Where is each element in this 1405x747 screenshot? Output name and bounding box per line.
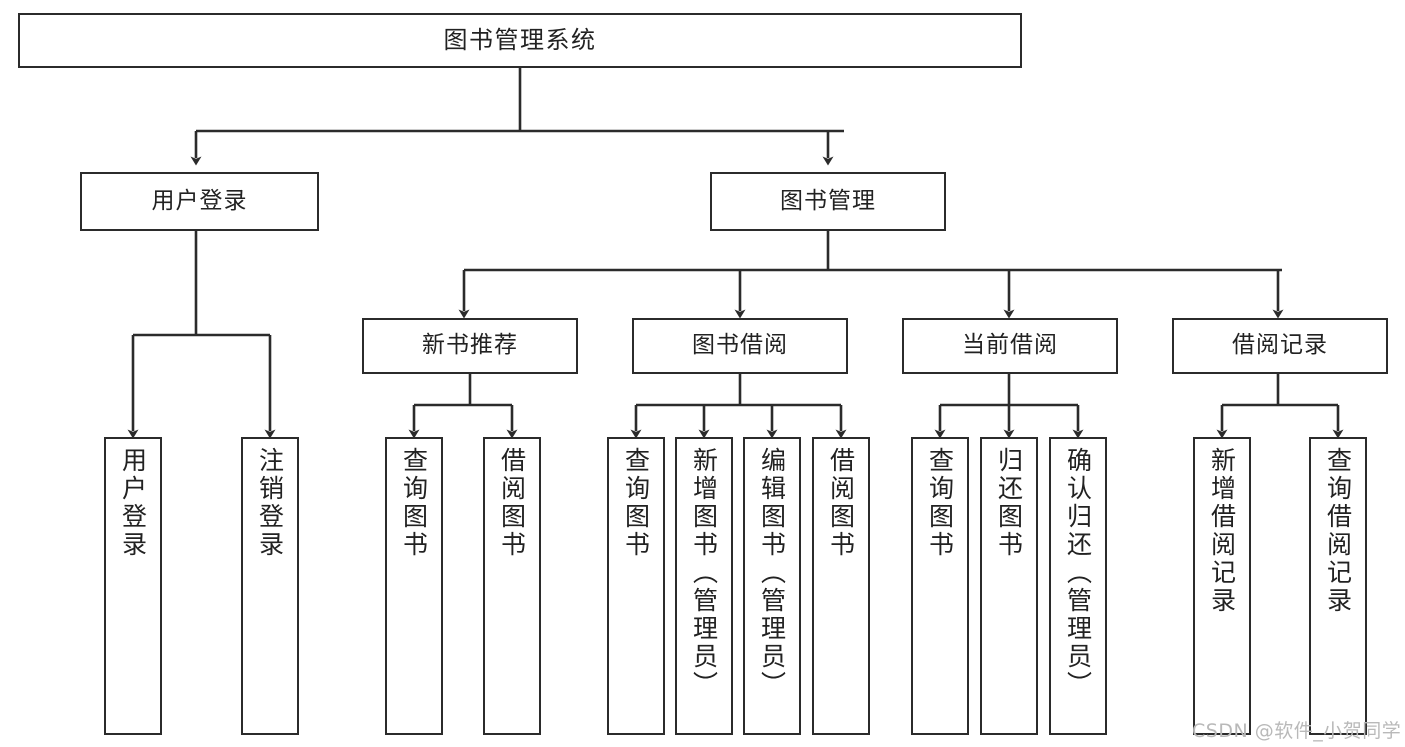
- node-leaf-query-borrow-record[interactable]: 查询借阅记录: [1309, 437, 1367, 735]
- node-book-borrow[interactable]: 图书借阅: [632, 318, 848, 374]
- node-label: 查询图书: [621, 447, 651, 559]
- node-label: 图书管理: [780, 187, 876, 214]
- node-leaf-borrow-book[interactable]: 借阅图书: [812, 437, 870, 735]
- node-label: 新增图书（管理员）: [689, 447, 719, 699]
- node-label: 新增借阅记录: [1207, 447, 1237, 615]
- node-label: 用户登录: [151, 187, 248, 214]
- node-new-book-recommend[interactable]: 新书推荐: [362, 318, 578, 374]
- node-label: 借阅记录: [1232, 332, 1328, 359]
- node-leaf-query-book-recommend[interactable]: 查询图书: [385, 437, 443, 735]
- node-label: 图书管理系统: [443, 26, 597, 55]
- node-leaf-user-login[interactable]: 用户登录: [104, 437, 162, 735]
- node-label: 查询借阅记录: [1323, 447, 1353, 615]
- node-label: 借阅图书: [497, 447, 527, 559]
- node-label: 借阅图书: [826, 447, 856, 559]
- node-leaf-add-borrow-record[interactable]: 新增借阅记录: [1193, 437, 1251, 735]
- node-label: 注销登录: [255, 447, 285, 559]
- node-label: 查询图书: [925, 447, 955, 559]
- node-leaf-edit-book-admin[interactable]: 编辑图书（管理员）: [743, 437, 801, 735]
- node-label: 当前借阅: [962, 332, 1058, 359]
- node-leaf-confirm-return-admin[interactable]: 确认归还（管理员）: [1049, 437, 1107, 735]
- node-leaf-borrow-book-recommend[interactable]: 借阅图书: [483, 437, 541, 735]
- node-current-borrow[interactable]: 当前借阅: [902, 318, 1118, 374]
- csdn-watermark: CSDN @软件_小贺同学: [1192, 720, 1402, 742]
- node-leaf-logout[interactable]: 注销登录: [241, 437, 299, 735]
- node-label: 归还图书: [994, 447, 1024, 559]
- node-label: 用户登录: [118, 447, 148, 559]
- node-user-login[interactable]: 用户登录: [80, 172, 319, 231]
- node-leaf-query-book-current[interactable]: 查询图书: [911, 437, 969, 735]
- node-label: 确认归还（管理员）: [1063, 447, 1093, 699]
- node-label: 图书借阅: [692, 332, 788, 359]
- node-leaf-return-book[interactable]: 归还图书: [980, 437, 1038, 735]
- node-borrow-record[interactable]: 借阅记录: [1172, 318, 1388, 374]
- node-root-book-management-system[interactable]: 图书管理系统: [18, 13, 1022, 68]
- node-leaf-query-book[interactable]: 查询图书: [607, 437, 665, 735]
- node-label: 编辑图书（管理员）: [757, 447, 787, 699]
- node-label: 查询图书: [399, 447, 429, 559]
- node-label: 新书推荐: [422, 332, 518, 359]
- node-leaf-add-book-admin[interactable]: 新增图书（管理员）: [675, 437, 733, 735]
- node-book-management[interactable]: 图书管理: [710, 172, 946, 231]
